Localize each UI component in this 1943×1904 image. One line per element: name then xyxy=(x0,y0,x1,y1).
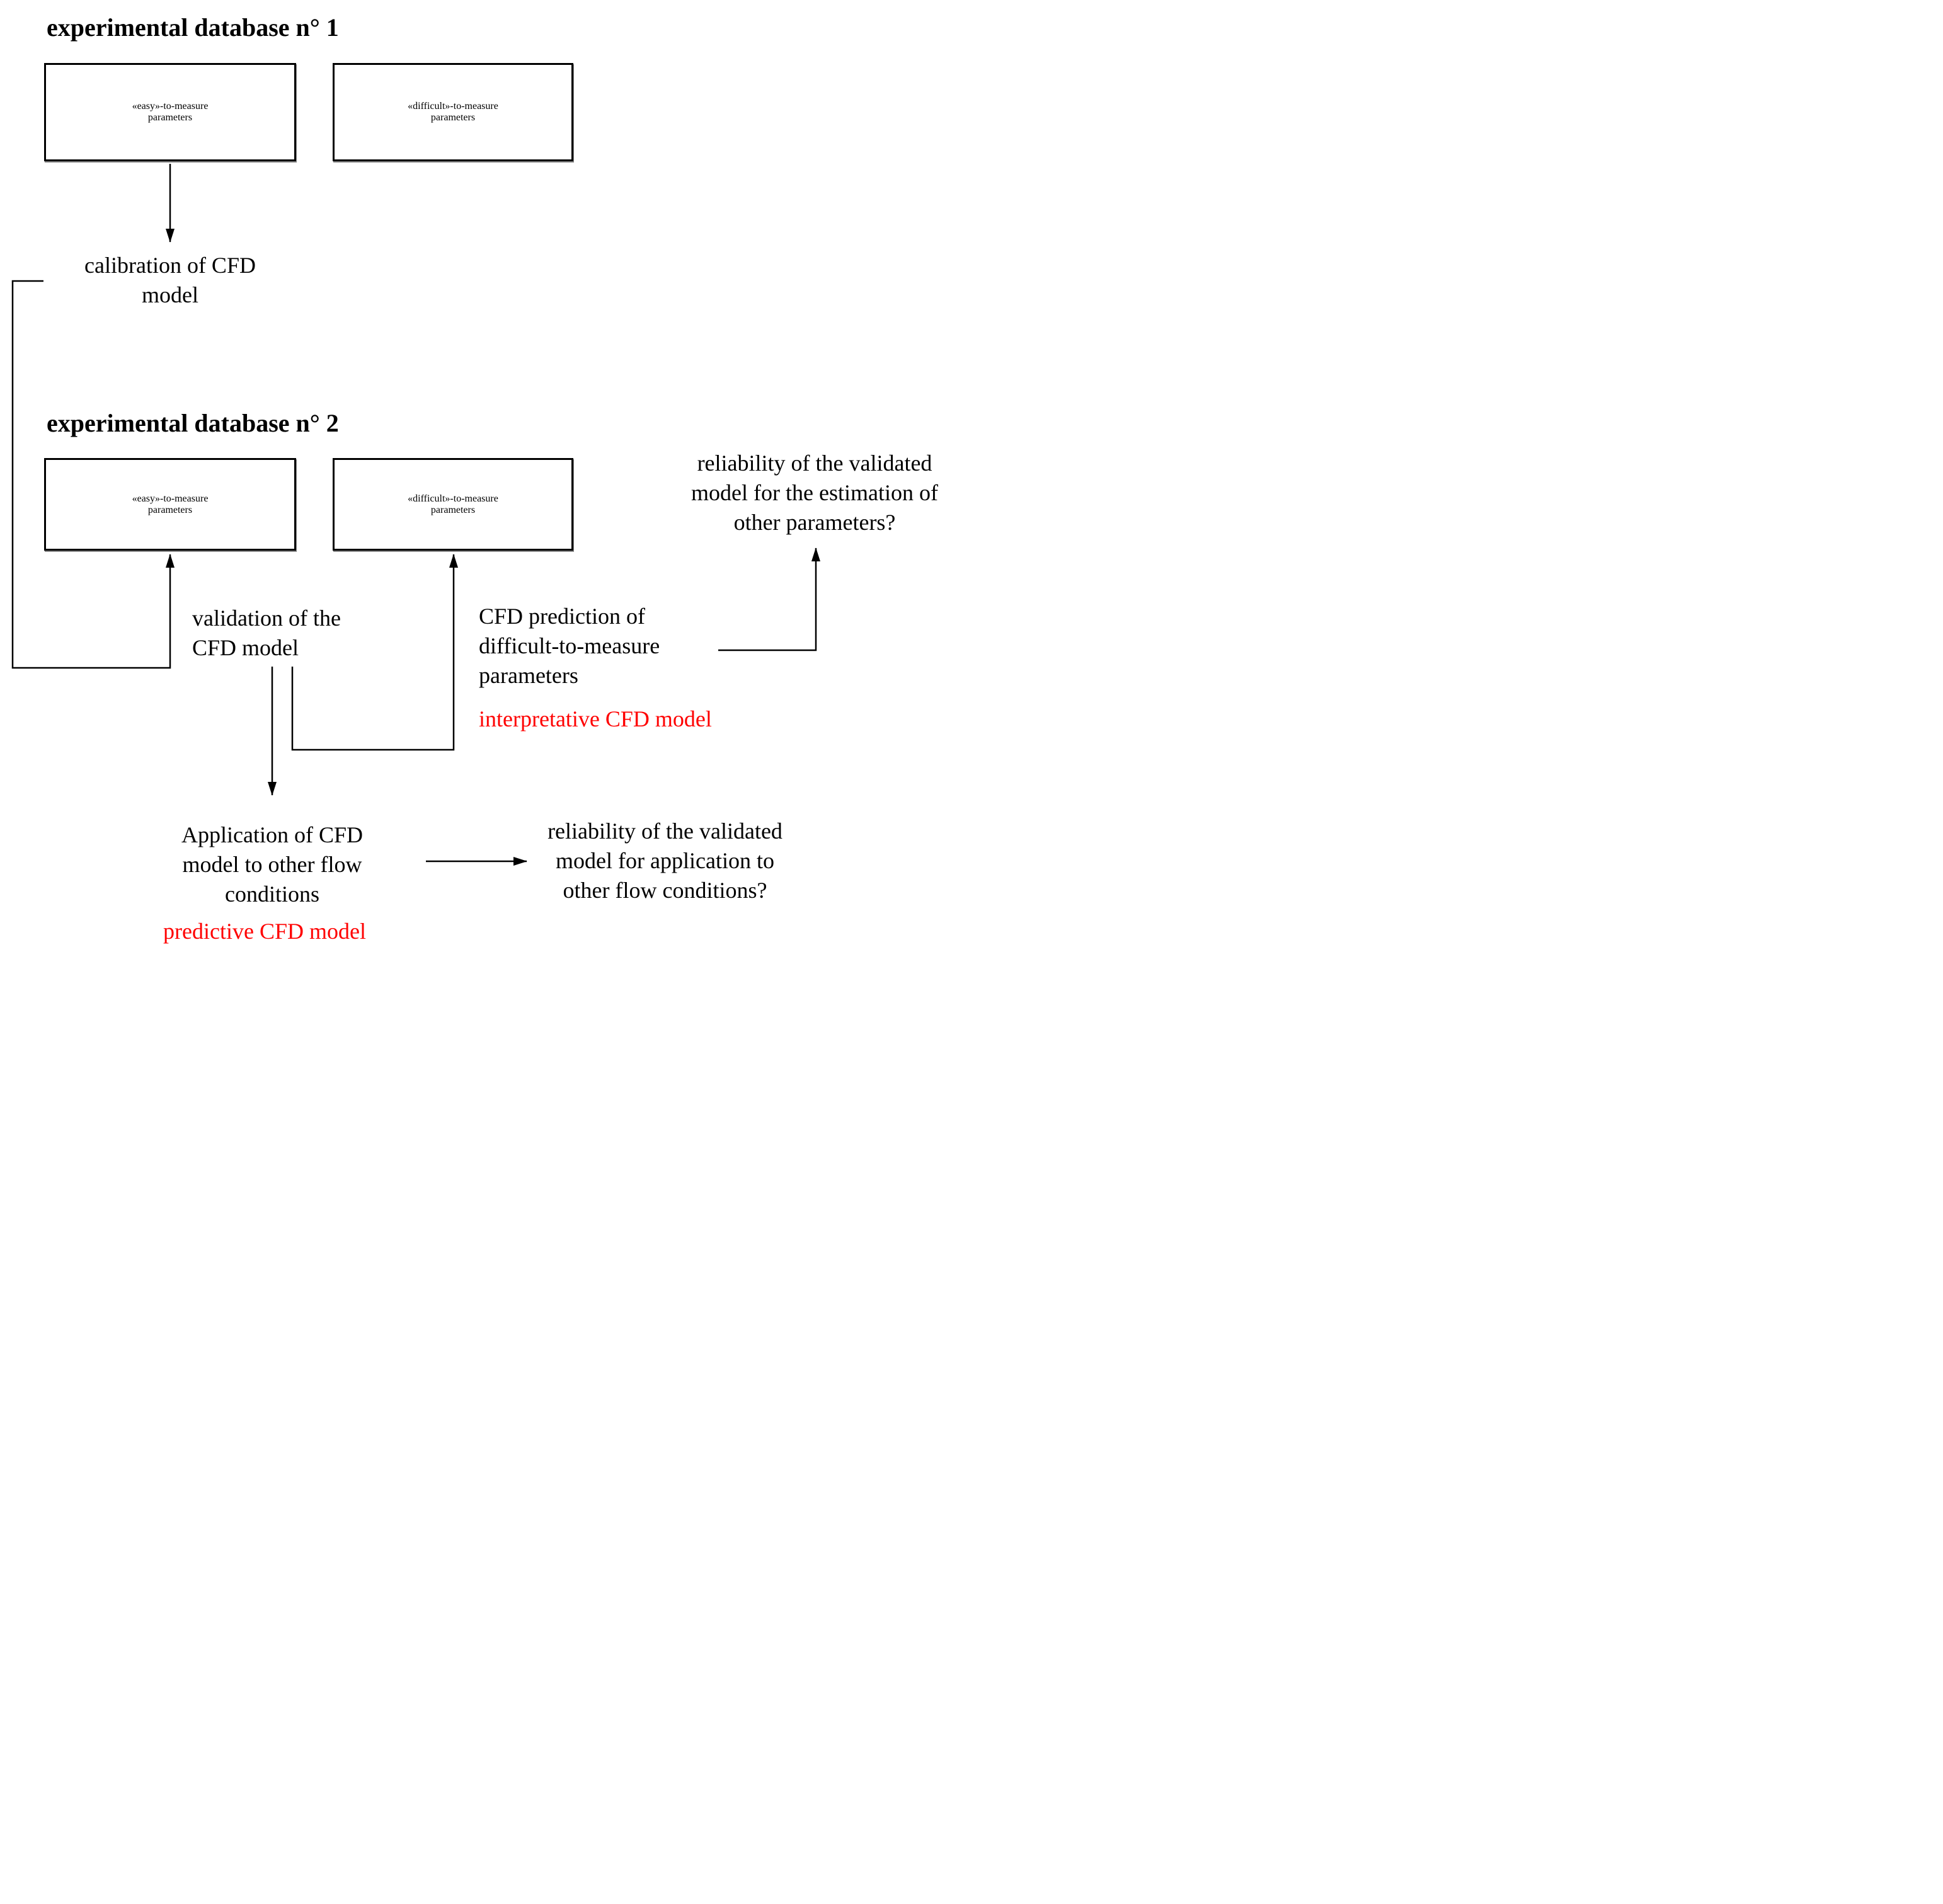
label-predictive-cfd-model: predictive CFD model xyxy=(163,919,366,944)
box-easy-to-measure-db2-text: «easy»-to-measure parameters xyxy=(132,493,209,515)
cfd-workflow-diagram: experimental database n° 1 experimental … xyxy=(0,0,972,952)
box-easy-to-measure-db1: «easy»-to-measure parameters xyxy=(44,63,296,161)
label-cfd-prediction: CFD prediction of difficult-to-measure p… xyxy=(479,604,660,688)
box-difficult-to-measure-db1-text: «difficult»-to-measure parameters xyxy=(408,101,498,123)
arrow-prediction-to-reliability-estimation xyxy=(718,548,820,651)
box-easy-to-measure-db1-text: «easy»-to-measure parameters xyxy=(132,101,209,123)
connector-arrows-layer xyxy=(11,164,820,866)
label-reliability-estimation: reliability of the validated model for t… xyxy=(691,450,938,535)
box-easy-to-measure-db2: «easy»-to-measure parameters xyxy=(44,458,296,551)
header-experimental-database-1: experimental database n° 1 xyxy=(47,13,339,42)
arrow-validation-to-difficult2 xyxy=(291,554,458,751)
box-difficult-to-measure-db2: «difficult»-to-measure parameters xyxy=(333,458,573,551)
box-difficult-to-measure-db1: «difficult»-to-measure parameters xyxy=(333,63,573,161)
label-interpretative-cfd-model: interpretative CFD model xyxy=(479,706,712,731)
box-difficult-to-measure-db2-text: «difficult»-to-measure parameters xyxy=(408,493,498,515)
label-calibration: calibration of CFD model xyxy=(84,253,256,307)
label-application: Application of CFD model to other flow c… xyxy=(181,822,363,907)
label-reliability-application: reliability of the validated model for a… xyxy=(547,818,782,903)
header-experimental-database-2: experimental database n° 2 xyxy=(47,409,339,437)
label-validation: validation of the CFD model xyxy=(192,605,341,660)
arrow-calibration-loop-to-easy2 xyxy=(11,280,175,669)
